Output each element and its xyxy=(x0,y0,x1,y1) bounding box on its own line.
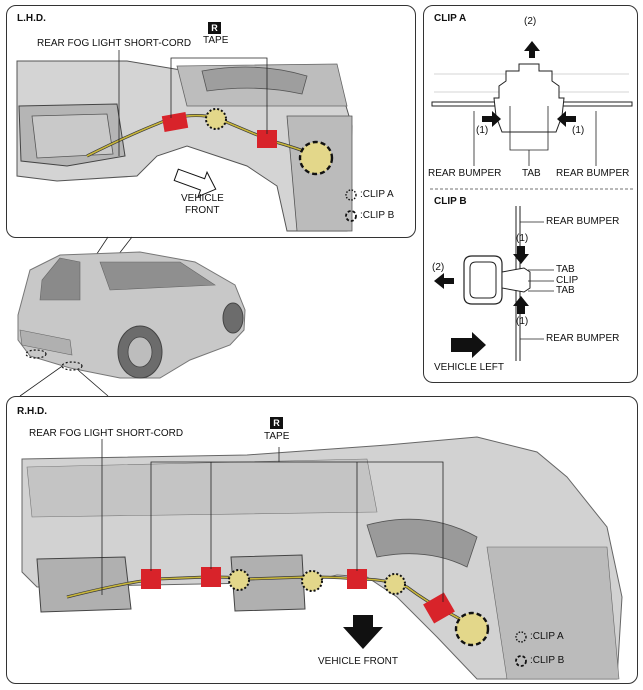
clip-a-step-1-left: (1) xyxy=(476,125,489,136)
pull-up-arrow xyxy=(524,41,540,58)
rhd-front-label: VEHICLE FRONT xyxy=(318,656,399,667)
clip-a-marker xyxy=(228,569,250,591)
tape-marker xyxy=(423,592,455,624)
lhd-location-marker xyxy=(25,349,47,359)
rhd-title: R.H.D. xyxy=(17,406,47,417)
clip-a-marker xyxy=(205,108,227,130)
clip-b-step-1-top: (1) xyxy=(516,233,529,244)
clip-b-legend-icon xyxy=(345,210,357,222)
rhd-tape-mark: R xyxy=(270,417,283,429)
clip-b-rear-bumper-top: REAR BUMPER xyxy=(546,216,620,227)
clip-b-tab-top: TAB xyxy=(556,264,575,275)
lhd-legend-clip-b: :CLIP B xyxy=(360,210,395,221)
clip-a-step-1-right: (1) xyxy=(572,125,585,136)
front-wheel xyxy=(222,302,244,334)
rhd-legend-clip-b: :CLIP B xyxy=(530,655,565,666)
vehicle-body xyxy=(17,251,246,379)
lhd-legend-clip-a: :CLIP A xyxy=(360,189,394,200)
clip-b-step-2: (2) xyxy=(432,262,445,273)
lhd-short-cord-label: REAR FOG LIGHT SHORT-CORD xyxy=(37,38,192,49)
pull-left-arrow xyxy=(434,273,454,289)
lhd-panel: L.H.D. REAR FOG LIGHT SHORT-CORD R TAPE … xyxy=(6,5,416,238)
clip-a-marker xyxy=(384,573,406,595)
clip-b-marker xyxy=(298,140,334,176)
tape-marker xyxy=(161,112,189,132)
press-left-arrow xyxy=(557,111,576,127)
clip-a-rear-bumper-right: REAR BUMPER xyxy=(556,168,630,179)
lhd-illustration xyxy=(16,50,357,232)
tape-marker xyxy=(347,569,367,589)
lhd-tape-mark: R xyxy=(208,22,221,34)
vehicle-left-arrow xyxy=(451,332,486,358)
rhd-illustration xyxy=(21,436,623,680)
lhd-tape-label: TAPE xyxy=(203,35,229,46)
clip-b-rear-bumper-bottom: REAR BUMPER xyxy=(546,333,620,344)
press-right-arrow xyxy=(482,111,501,127)
clip-b-legend-icon xyxy=(515,655,527,667)
clip-detail-panel: CLIP A (2) (1) (1) REAR BUMPER TAB REAR … xyxy=(423,5,638,383)
clip-b-marker xyxy=(454,611,490,647)
clip-a-legend-icon xyxy=(515,631,527,643)
lhd-front-label-1: VEHICLE xyxy=(181,193,224,204)
press-down-arrow xyxy=(513,246,529,264)
clip-a-title: CLIP A xyxy=(434,13,467,24)
clip-a-step-2: (2) xyxy=(524,16,537,27)
lhd-front-label-2: FRONT xyxy=(185,205,220,216)
clip-b-clip: CLIP xyxy=(556,275,579,286)
rhd-panel: R.H.D. REAR FOG LIGHT SHORT-CORD R TAPE … xyxy=(6,396,638,684)
vehicle-front-arrow xyxy=(173,168,217,198)
clip-b-title: CLIP B xyxy=(434,196,467,207)
tape-marker xyxy=(201,567,221,587)
clip-a-tab: TAB xyxy=(522,168,541,179)
rhd-legend-clip-a: :CLIP A xyxy=(530,631,564,642)
rhd-short-cord-label: REAR FOG LIGHT SHORT-CORD xyxy=(29,428,184,439)
clip-a-shape xyxy=(493,63,565,133)
rhd-tape-label: TAPE xyxy=(264,431,290,442)
lhd-title: L.H.D. xyxy=(17,13,46,24)
press-up-arrow xyxy=(513,296,529,314)
clip-a-marker xyxy=(301,570,323,592)
clip-a-rear-bumper-left: REAR BUMPER xyxy=(428,168,502,179)
clip-b-step-1-bottom: (1) xyxy=(516,316,529,327)
clip-detail-illustration xyxy=(430,41,633,361)
rhd-location-marker xyxy=(61,361,83,371)
clip-b-vehicle-left: VEHICLE LEFT xyxy=(434,362,505,373)
clip-b-tab-bottom: TAB xyxy=(556,285,575,296)
clip-a-legend-icon xyxy=(345,189,357,201)
rear-wheel xyxy=(117,325,163,379)
vehicle-front-arrow xyxy=(343,615,383,649)
tape-marker xyxy=(257,130,277,148)
tape-marker xyxy=(141,569,161,589)
